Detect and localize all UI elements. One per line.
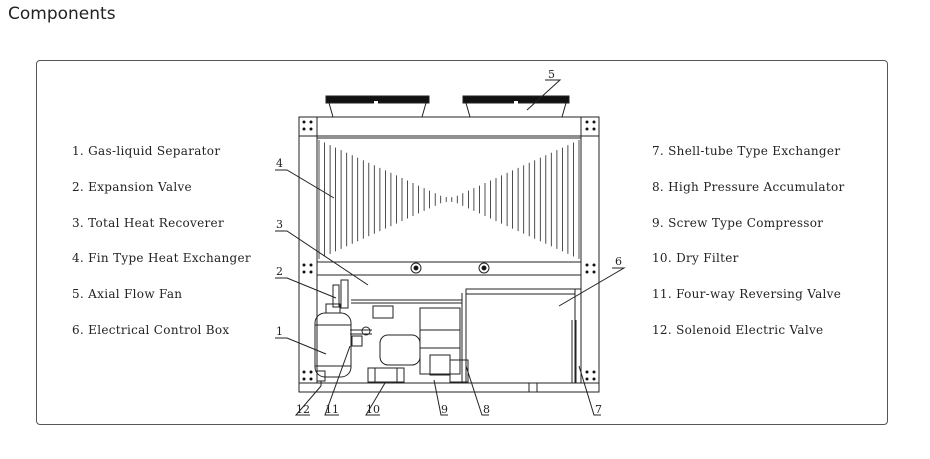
legend-item-axial-flow-fan: 5. Axial Flow Fan [72, 287, 183, 302]
axial-fan-left [325, 95, 430, 118]
callout-12: 12 [296, 403, 310, 416]
fin-heat-exchanger-coil [318, 140, 580, 259]
legend-item-solenoid-valve: 12. Solenoid Electric Valve [652, 322, 824, 337]
corner-bolts [302, 120, 596, 381]
page-title: Components [8, 4, 116, 24]
legend-item-total-heat-recoverer: 3. Total Heat Recoverer [72, 215, 224, 230]
expansion-valve [332, 279, 349, 309]
callout-9: 9 [441, 403, 448, 416]
callout-5: 5 [548, 68, 555, 81]
legend-item-gas-liquid-separator: 1. Gas-liquid Separator [72, 144, 221, 158]
legend-item-shell-tube-exchanger: 7. Shell-tube Type Exchanger [652, 144, 841, 158]
callout-8: 8 [483, 403, 490, 416]
legend-item-electrical-control-box: 6. Electrical Control Box [72, 322, 230, 337]
callout-1: 1 [276, 325, 283, 338]
legend-item-fin-heat-exchanger: 4. Fin Type Heat Exchanger [72, 251, 251, 266]
gas-liquid-separator [314, 303, 352, 378]
callout-3: 3 [276, 218, 283, 231]
high-pressure-accumulator [449, 359, 469, 383]
cabinet-frame [298, 116, 600, 393]
callout-7: 7 [595, 403, 602, 416]
callout-10: 10 [366, 403, 380, 416]
callout-4: 4 [276, 157, 283, 170]
base-rail [528, 382, 538, 393]
axial-fan-right [462, 95, 570, 118]
legend-item-four-way-valve: 11. Four-way Reversing Valve [652, 287, 842, 302]
four-way-reversing-valve [351, 326, 371, 347]
electrical-control-box [465, 288, 582, 384]
shell-tube-exchanger [571, 320, 577, 383]
callout-2: 2 [276, 265, 283, 278]
solenoid-valve [316, 370, 326, 386]
legend-left: 1. Gas-liquid Separator 2. Expansion Val… [72, 142, 251, 357]
legend-right: 7. Shell-tube Type Exchanger 8. High Pre… [652, 142, 845, 357]
callout-6: 6 [615, 255, 622, 268]
diagram-frame [36, 60, 888, 425]
screw-compressor [379, 307, 461, 376]
piping [350, 293, 467, 383]
legend-item-screw-compressor: 9. Screw Type Compressor [652, 215, 824, 230]
dry-filter [367, 367, 405, 383]
leader-lines [275, 79, 626, 416]
total-heat-recoverer [317, 261, 581, 276]
legend-item-high-pressure-accumulator: 8. High Pressure Accumulator [652, 179, 845, 194]
legend-item-expansion-valve: 2. Expansion Valve [72, 179, 192, 194]
legend-item-dry-filter: 10. Dry Filter [652, 251, 739, 266]
callout-11: 11 [325, 403, 339, 416]
